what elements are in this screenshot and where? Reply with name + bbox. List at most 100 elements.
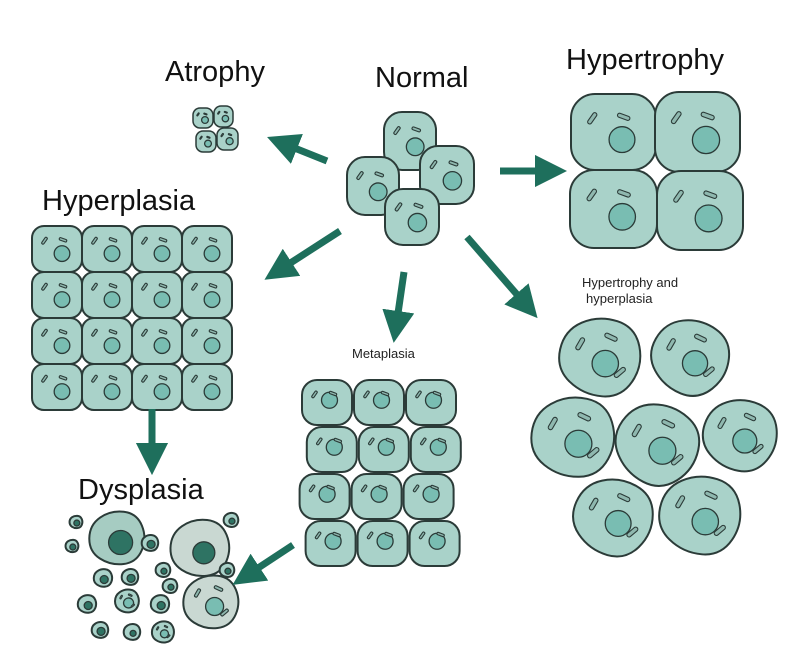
mitochondrion — [208, 375, 218, 381]
dysplasia-cell-cluster — [64, 510, 240, 644]
mitochondrion — [158, 283, 168, 289]
nucleus — [153, 245, 171, 263]
normal-cell-cluster — [346, 111, 475, 246]
mitochondrion — [141, 236, 148, 245]
mitochondrion — [316, 437, 323, 446]
mitochondrion — [385, 437, 395, 444]
nucleus — [203, 383, 221, 401]
cell — [402, 473, 455, 520]
mitochondrion — [141, 328, 148, 337]
mitochondrion — [108, 375, 118, 381]
mitochondrion — [704, 490, 718, 500]
cell — [304, 520, 357, 567]
mitochondrion — [130, 603, 136, 608]
mitochondrion — [413, 202, 424, 209]
cell — [68, 514, 84, 530]
cell — [614, 403, 701, 487]
cell — [64, 538, 80, 554]
cell — [88, 510, 146, 566]
mitochondrion — [203, 112, 208, 116]
mitochondrion — [713, 524, 726, 536]
mitochondrion — [588, 497, 599, 511]
mitochondrion — [415, 390, 422, 399]
cell — [131, 225, 183, 273]
nucleus — [407, 212, 428, 233]
cell — [169, 518, 231, 577]
cell — [353, 379, 405, 426]
cell — [570, 93, 657, 171]
mitochondrion — [119, 594, 124, 600]
mitochondrion — [208, 283, 218, 289]
mitochondrion — [366, 531, 374, 540]
mitochondrion — [166, 634, 171, 639]
label-metaplasia: Metaplasia — [352, 346, 415, 361]
mitochondrion — [617, 493, 631, 503]
mitochondrion — [41, 236, 48, 245]
mitochondrion — [333, 437, 343, 444]
arrow-normal-to-atrophy — [267, 134, 329, 165]
cell — [81, 363, 133, 411]
nucleus — [153, 383, 171, 401]
mitochondrion — [326, 484, 335, 491]
mitochondrion — [191, 328, 198, 337]
cell — [90, 621, 110, 639]
mitochondrion — [412, 484, 420, 493]
mitochondrion — [191, 282, 198, 291]
nucleus — [732, 428, 758, 454]
nucleus — [591, 349, 620, 378]
mitochondrion — [91, 282, 98, 291]
mitochondrion — [206, 135, 211, 139]
nucleus — [73, 519, 81, 527]
mitochondrion — [208, 237, 218, 243]
nucleus — [225, 136, 234, 146]
label-normal: Normal — [375, 62, 469, 94]
cell — [131, 317, 183, 365]
nucleus — [203, 337, 221, 355]
cell — [181, 225, 233, 273]
arrow-metaplasia-to-dysplasia — [232, 542, 295, 585]
mitochondrion — [436, 531, 445, 538]
mitochondrion — [155, 626, 160, 631]
cell — [131, 271, 183, 319]
mitochondrion — [670, 111, 682, 125]
label-hyperplasia: Hyperplasia — [42, 185, 196, 217]
mitochondrion — [223, 110, 228, 114]
cell — [572, 478, 654, 558]
cell — [350, 473, 403, 520]
nucleus — [53, 245, 71, 263]
cell — [558, 317, 642, 398]
mitochondrion — [587, 112, 598, 125]
cell — [114, 588, 140, 614]
mitochondrion — [587, 447, 600, 459]
mitochondrion — [363, 390, 370, 399]
cell — [216, 127, 239, 151]
mitochondrion — [41, 328, 48, 337]
mitochondrion — [311, 390, 318, 399]
mitochondrion — [58, 237, 68, 243]
mitochondrion — [196, 112, 200, 117]
nucleus — [53, 337, 71, 355]
mitochondrion — [384, 531, 393, 538]
mitochondrion — [703, 190, 718, 199]
mitochondrion — [703, 366, 715, 378]
mitochondrion — [220, 132, 225, 138]
mitochondrion — [108, 283, 118, 289]
mitochondrion — [378, 484, 387, 491]
cell — [384, 188, 440, 246]
label-hypertrophy: Hypertrophy — [566, 44, 724, 76]
nucleus — [694, 204, 723, 233]
cell — [81, 317, 133, 365]
mitochondrion — [717, 416, 727, 430]
mitochondrion — [191, 236, 198, 245]
mitochondrion — [58, 375, 68, 381]
nucleus — [160, 567, 168, 575]
mitochondrion — [631, 423, 642, 438]
mitochondrion — [752, 443, 764, 455]
cell — [81, 271, 133, 319]
cell — [181, 363, 233, 411]
cell — [409, 426, 462, 473]
mitochondrion — [91, 328, 98, 337]
cell — [92, 568, 114, 588]
mitochondrion — [374, 171, 385, 178]
